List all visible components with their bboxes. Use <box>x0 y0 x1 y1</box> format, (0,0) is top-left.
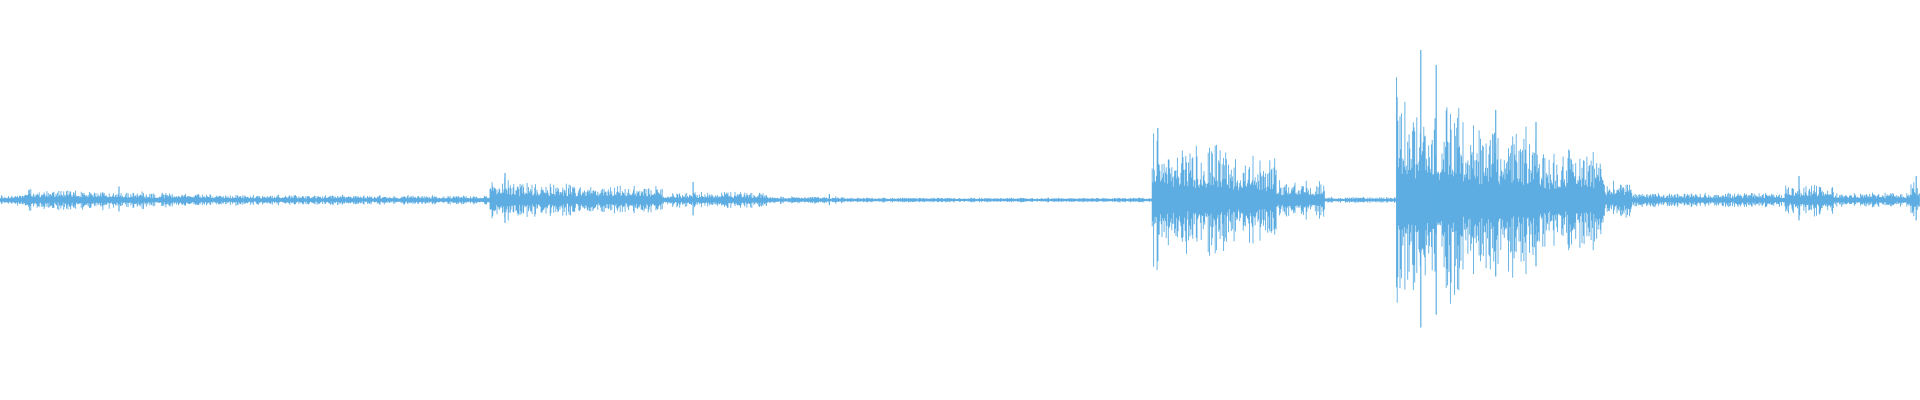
waveform-samples <box>0 50 1920 328</box>
waveform-body <box>0 77 1920 304</box>
